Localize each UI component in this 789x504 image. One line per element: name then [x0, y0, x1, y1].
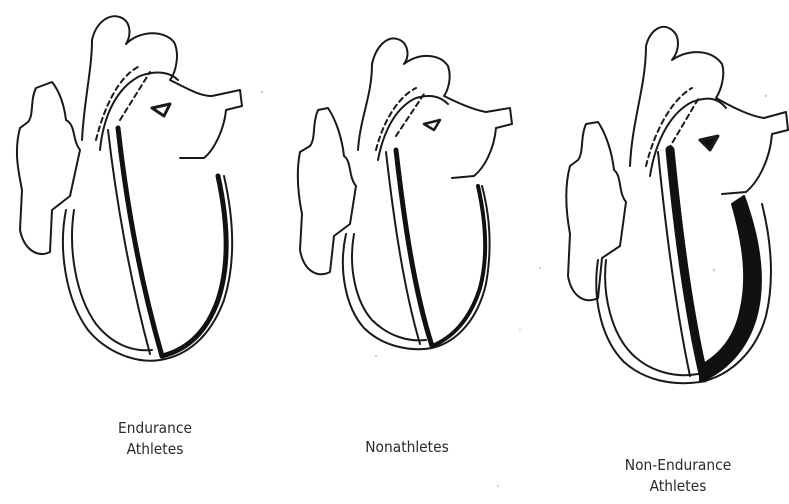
right-ventricle-inner-wall	[72, 210, 152, 350]
pulmonary-artery-outline	[378, 96, 448, 160]
caption-line: Nonathletes	[320, 437, 495, 458]
lv-free-wall-thick	[700, 196, 761, 382]
septum-inner-line	[108, 130, 150, 354]
heart-endurance-athletes	[17, 16, 242, 361]
caption-line: Athletes	[68, 439, 243, 460]
right-atrium-outline	[17, 82, 80, 254]
right-atrium-outline	[298, 108, 356, 274]
left-ventricle-outline	[63, 176, 232, 361]
caption-nonathletes: Nonathletes	[320, 437, 495, 458]
valve-mark	[424, 120, 440, 130]
heart-nonathletes	[298, 38, 512, 349]
caption-non-endurance-athletes: Non-Endurance Athletes	[586, 455, 770, 497]
caption-line: Endurance	[68, 418, 243, 439]
septum-inner-line	[386, 152, 420, 344]
valve-mark	[700, 136, 718, 150]
valve-mark	[152, 104, 170, 116]
heart-non-endurance-athletes	[566, 27, 788, 383]
lv-free-wall	[432, 186, 485, 346]
caption-line: Non-Endurance	[586, 455, 770, 476]
left-ventricle-outline	[343, 186, 490, 349]
aortic-arch-outline	[358, 38, 512, 178]
aortic-arch-outline	[82, 16, 242, 158]
interventricular-septum	[670, 150, 704, 378]
lv-free-wall	[162, 176, 226, 356]
caption-endurance-athletes: Endurance Athletes	[68, 418, 243, 460]
interventricular-septum	[396, 150, 432, 346]
caption-line: Athletes	[586, 476, 770, 497]
aortic-arch-outline	[630, 27, 788, 194]
